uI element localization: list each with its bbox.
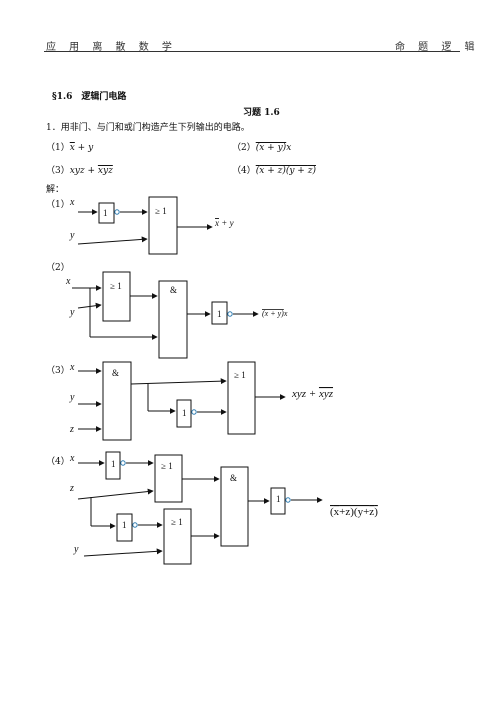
c4-input-y: y bbox=[73, 544, 79, 555]
c4-input-x: x bbox=[69, 453, 75, 464]
exercise-title: 习题 1.6 bbox=[243, 108, 280, 118]
c1-input-y: y bbox=[69, 230, 75, 241]
circuit-1: x y 1 ≥ 1 x + y bbox=[69, 196, 234, 255]
c2-and-label: & bbox=[170, 285, 177, 295]
header-rule bbox=[44, 51, 460, 52]
c1-not-gate bbox=[98, 202, 115, 224]
item-4-expr: (x + z)(y + z) bbox=[255, 166, 316, 176]
circuit-2: x y ≥ 1 & 1 (x + y)x bbox=[65, 271, 288, 359]
answer-label: 解： bbox=[46, 185, 65, 195]
circuit-3: x y z & 1 ≥ 1 xyz + xyz bbox=[69, 361, 334, 441]
c3-output: xyz + xyz bbox=[291, 388, 334, 400]
item-1-expr: x + y bbox=[69, 143, 94, 153]
c4-not-gate-x bbox=[105, 451, 121, 480]
c1-input-x: x bbox=[69, 197, 75, 208]
c1-or-gate bbox=[148, 196, 178, 255]
item-3-label: （3） bbox=[46, 166, 70, 176]
section-title: §1.6 逻辑门电路 bbox=[52, 92, 127, 102]
c3-or-label: ≥ 1 bbox=[234, 370, 246, 380]
diagram-1-label: （1） bbox=[46, 200, 70, 210]
c2-not-gate bbox=[211, 301, 228, 325]
c4-not-out-label: 1 bbox=[276, 494, 281, 504]
c1-not-label: 1 bbox=[103, 208, 108, 218]
c2-or-gate bbox=[102, 271, 131, 322]
c2-or-label: ≥ 1 bbox=[110, 281, 122, 291]
c4-not-x-label: 1 bbox=[111, 459, 116, 469]
c1-output: x + y bbox=[214, 218, 234, 228]
c3-or-gate bbox=[227, 361, 256, 435]
c4-output: (x+z)(y+z) bbox=[330, 506, 378, 518]
c2-input-x: x bbox=[65, 276, 71, 287]
item-2: （2）(x + y)x bbox=[232, 140, 291, 153]
c4-input-z: z bbox=[69, 483, 74, 494]
c4-not-z-label: 1 bbox=[122, 520, 127, 530]
item-3: （3）xyz + xyz bbox=[46, 163, 113, 176]
question-text: 1．用非门、与门和或门构造产生下列输出的电路。 bbox=[46, 123, 250, 133]
c4-or-bottom-label: ≥ 1 bbox=[171, 517, 183, 527]
item-1-label: （1） bbox=[46, 143, 70, 153]
c3-not-label: 1 bbox=[182, 408, 187, 418]
c4-not-x-bubble bbox=[120, 460, 126, 466]
circuit-4: x z y 1 ≥ 1 1 ≥ 1 & 1 bbox=[69, 451, 378, 565]
c3-input-x: x bbox=[69, 362, 75, 373]
c2-output: (x + y)x bbox=[262, 309, 288, 318]
c3-not-bubble bbox=[191, 409, 197, 415]
c3-and-gate bbox=[102, 361, 132, 441]
c3-input-z: z bbox=[69, 424, 74, 435]
item-2-expr: (x + y)x bbox=[255, 143, 292, 153]
c1-not-bubble bbox=[114, 209, 120, 215]
c4-not-z-bubble bbox=[132, 522, 138, 528]
c1-or-label: ≥ 1 bbox=[155, 206, 167, 216]
c4-and-gate bbox=[220, 466, 249, 547]
item-2-label: （2） bbox=[232, 143, 256, 153]
item-3-expr: xyz + xyz bbox=[69, 166, 113, 176]
c3-not-gate bbox=[176, 399, 192, 428]
item-1: （1）x + y bbox=[46, 140, 93, 153]
c3-input-y: y bbox=[69, 392, 75, 403]
diagram-2-label: （2） bbox=[46, 263, 70, 273]
c4-not-out-bubble bbox=[285, 497, 291, 503]
item-4-label: （4） bbox=[232, 166, 256, 176]
c4-not-gate-out bbox=[270, 487, 286, 515]
c3-and-label: & bbox=[112, 368, 119, 378]
c4-not-gate-z bbox=[116, 513, 133, 542]
running-header-right: 命 题 逻 辑 bbox=[395, 42, 480, 53]
diagram-3-label: （3） bbox=[46, 366, 70, 376]
running-header-left: 应 用 离 散 数 学 bbox=[46, 42, 177, 53]
c4-and-label: & bbox=[230, 473, 237, 483]
c2-not-bubble bbox=[227, 311, 233, 317]
c4-or-top-label: ≥ 1 bbox=[161, 461, 173, 471]
c2-input-y: y bbox=[69, 307, 75, 318]
c2-and-gate bbox=[158, 280, 188, 359]
item-4: （4）(x + z)(y + z) bbox=[232, 163, 316, 176]
diagram-4-label: （4） bbox=[46, 457, 70, 467]
c2-not-label: 1 bbox=[217, 309, 222, 319]
